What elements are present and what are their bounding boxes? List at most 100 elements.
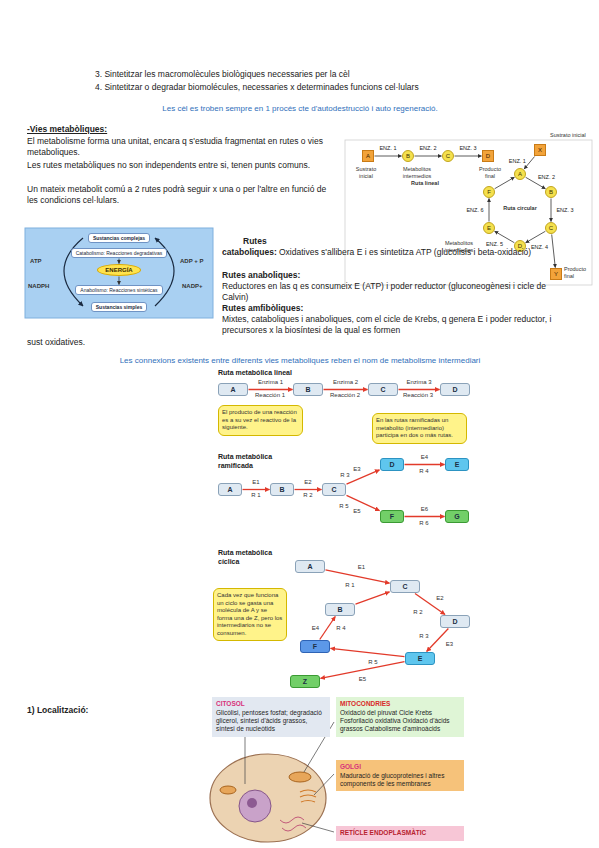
text-label: Reacción 2 [330, 392, 360, 400]
connector-arrow [551, 199, 552, 222]
text-label: Les connexions existents entre diferents… [120, 356, 481, 366]
connector-arrow [489, 199, 490, 222]
metabolite-box: A [362, 150, 374, 162]
node-text: Z [291, 676, 319, 687]
text-label: Producto final [564, 266, 594, 279]
metabolite-circle: B [545, 186, 557, 198]
metabolite-circle: B [402, 150, 414, 162]
metabolite-box: D [440, 383, 470, 396]
enzyme-label: E4 [311, 625, 320, 632]
node-text: X [535, 145, 545, 155]
cell-illustration [210, 754, 326, 842]
text-label: Metabolitos intermedios [392, 166, 442, 179]
node-text: Glicòlisi, pentoses fosfat; degradació g… [216, 709, 326, 733]
node-text: D [381, 459, 403, 470]
text-label: Un mateix metabolit comú a 2 rutes podrà… [27, 184, 332, 206]
metabolite-circle: F [483, 186, 495, 198]
metabolite-box: A [295, 560, 325, 573]
node-text: C [443, 151, 453, 161]
metabolite-box: Sustancias simples [91, 302, 147, 312]
connector-arrow [405, 516, 445, 517]
node-text: Cada vez que funciona un ciclo se gasta … [217, 592, 283, 637]
connector-arrow [119, 259, 120, 264]
connector-arrow [324, 389, 368, 390]
enzyme-label: ENZ. 5 [485, 241, 504, 247]
enzyme-label: E2 [303, 479, 312, 486]
node-text: A [219, 484, 241, 495]
connector-arrow [249, 389, 293, 390]
connector-arrow [495, 177, 515, 188]
text-label: Sustrato inicial [350, 166, 382, 179]
text-label: R 3 [419, 633, 428, 641]
node-text: A [363, 151, 373, 161]
connector-arrow [331, 648, 405, 656]
text-label: R 1 [251, 492, 260, 500]
text-label: R 2 [303, 492, 312, 500]
text-label: NADPH [28, 283, 49, 291]
node-text: C [391, 581, 419, 592]
metabolite-box: D [482, 150, 494, 162]
text-label: Sustrato inicial [550, 132, 590, 139]
text-label: R 2 [413, 609, 422, 617]
metabolite-circle: A [514, 168, 526, 180]
text-label: Producto final [474, 166, 506, 179]
node-text: D [483, 151, 493, 161]
text-label: cataboliques: [222, 247, 277, 258]
connector-arrow [356, 592, 390, 604]
text-label: 1) Localització: [27, 705, 88, 716]
node-text: E [406, 653, 434, 664]
text-label: Reacción 1 [255, 392, 285, 400]
figure-frame [345, 140, 592, 285]
metabolite-box: C [322, 483, 346, 496]
text-label: R 5 [368, 659, 377, 667]
node-text: E [484, 223, 494, 233]
enzyme-label: ENZ. 4 [530, 244, 549, 250]
node-text: F [381, 511, 403, 522]
text-label: R 1 [345, 582, 354, 590]
metabolite-box: B [270, 483, 294, 496]
enzyme-label: ENZ. 3 [555, 207, 574, 213]
enzyme-label: E3 [352, 466, 361, 473]
node-text: Maduració de glucoproteines i altres com… [340, 772, 460, 788]
enzyme-label: ENZ. 2 [537, 174, 556, 180]
text-label: R 5 [339, 503, 348, 511]
node-text: G [446, 511, 468, 522]
metabolite-circle: C [442, 150, 454, 162]
node-text: B [271, 484, 293, 495]
enzyme-label: Enzima 1 [257, 379, 284, 386]
text-label: Les rutes metabòliques no son independen… [27, 160, 332, 171]
metabolite-box: F [300, 640, 330, 653]
metabolite-box: A [218, 383, 248, 396]
node-text: F [301, 641, 329, 652]
enzyme-label: Enzima 2 [332, 379, 359, 386]
text-label: NADP+ [182, 283, 203, 291]
node-text: GOLGI [340, 763, 460, 771]
enzyme-label: Enzima 3 [405, 379, 432, 386]
text-label: Mixtes, cataboliques i anaboliques, com … [222, 314, 582, 336]
enzyme-label: E2 [435, 595, 444, 602]
enzyme-label: E4 [420, 454, 429, 461]
node-text: Sustancias simples [96, 304, 142, 310]
enzyme-label: ENZ. 6 [465, 207, 484, 213]
connector-arrow [455, 156, 482, 157]
enzyme-label: E5 [358, 676, 367, 683]
node-text: B [546, 187, 556, 197]
enzyme-label: ENZ. 2 [418, 145, 437, 151]
text-label: El metabolisme forma una unitat, encara … [27, 136, 332, 158]
callout-box: El producto de una reacción es a su vez … [218, 405, 303, 436]
text-label: Ruta lineal [411, 180, 439, 187]
node-text: MITOCONDRIES [340, 700, 460, 708]
text-label: ADP + P [180, 258, 203, 266]
node-text: Sustancias complejas [93, 235, 145, 241]
text-label: sust oxidatives. [27, 337, 85, 348]
node-text: El producto de una reacción es a su vez … [222, 409, 299, 432]
node-text: Anabolismo: Reacciones sintéticas [80, 287, 157, 293]
node-text: RETÍCLE ENDOPLASMÀTIC [340, 829, 460, 837]
node-text: B [326, 604, 354, 615]
enzyme-label: E1 [357, 564, 366, 571]
organelle-box: RETÍCLE ENDOPLASMÀTIC [336, 826, 464, 841]
text-label: Rutes anaboliques: [222, 270, 300, 281]
text-label: Ruta metabólica lineal [218, 368, 292, 377]
node-text: Oxidació del piruvat Cicle Krebs Fosfori… [340, 709, 460, 733]
node-text: C [546, 223, 556, 233]
